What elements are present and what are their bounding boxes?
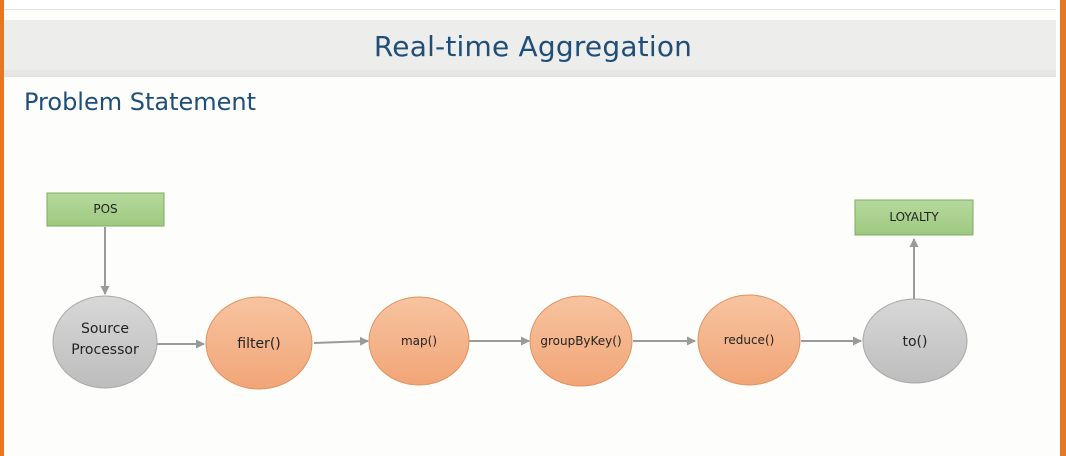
node-to-label: to() xyxy=(903,334,928,350)
arrow-filter-to-map xyxy=(313,336,369,346)
top-strip xyxy=(4,0,1056,10)
node-map-label: map() xyxy=(401,334,437,348)
node-source-label-line1: Source xyxy=(81,321,129,337)
node-source-processor: Source Processor xyxy=(52,295,158,389)
slide-title: Real-time Aggregation xyxy=(373,30,693,63)
node-filter-label: filter() xyxy=(237,336,281,352)
slide-subtitle: Problem Statement xyxy=(24,88,257,116)
node-filter: filter() xyxy=(205,296,313,390)
title-band xyxy=(4,20,1056,77)
loyalty-box: LOYALTY xyxy=(854,199,974,236)
node-groupbykey: groupByKey() xyxy=(529,295,633,387)
right-accent-bar xyxy=(1060,0,1066,456)
pos-box: POS xyxy=(46,192,165,227)
node-reduce: reduce() xyxy=(697,294,801,386)
loyalty-box-label: LOYALTY xyxy=(889,210,939,224)
title-band-shadow xyxy=(4,70,1056,76)
node-map: map() xyxy=(368,296,470,386)
right-divider xyxy=(1056,0,1060,456)
node-reduce-label: reduce() xyxy=(724,333,775,347)
node-groupbykey-label: groupByKey() xyxy=(540,334,621,348)
left-accent-bar xyxy=(0,0,4,456)
node-source-label-line2: Processor xyxy=(71,342,139,358)
pos-box-label: POS xyxy=(93,202,117,216)
node-to: to() xyxy=(862,298,968,384)
